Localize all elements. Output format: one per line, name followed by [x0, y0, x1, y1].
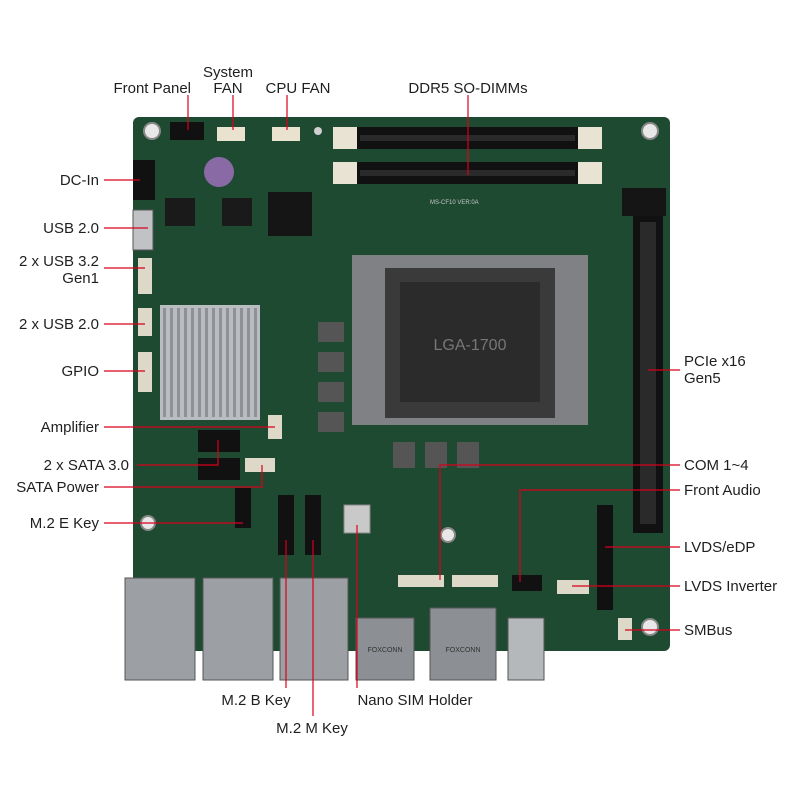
mounting-hole — [641, 122, 659, 140]
heatsink-fin — [212, 308, 215, 417]
heatsink-fin — [184, 308, 187, 417]
label-gpio: GPIO — [61, 363, 99, 380]
label-usb32-line2: Gen1 — [62, 270, 99, 287]
label-usb20-b: 2 x USB 2.0 — [18, 316, 99, 333]
lvds-inverter-header — [557, 580, 589, 594]
smbus-header — [618, 618, 632, 640]
m2-e-key-slot — [235, 488, 251, 528]
label-system-fan-line1: System — [202, 64, 253, 81]
label-nano-sim: Nano SIM Holder — [357, 692, 473, 709]
leader-com — [439, 464, 680, 580]
label-ddr5: DDR5 SO-DIMMs — [408, 80, 528, 97]
label-com: COM 1~4 — [684, 457, 749, 474]
label-sata-power: SATA Power — [16, 479, 99, 496]
mounting-hole — [440, 527, 456, 543]
heatsink-fin — [254, 308, 257, 417]
chip — [165, 198, 195, 226]
heatsink-fin — [163, 308, 166, 417]
label-system-fan-line2: FAN — [213, 80, 243, 97]
pcie-x16-slot — [622, 188, 666, 533]
heatsink-fin — [191, 308, 194, 417]
cpu-socket: LGA-1700 — [352, 255, 588, 425]
label-m2-b: M.2 B Key — [221, 692, 291, 709]
chip — [222, 198, 252, 226]
heatsink-fin — [226, 308, 229, 417]
lvds-edp-connector — [597, 505, 613, 610]
heatsink-fin — [205, 308, 208, 417]
heatsink-fin — [233, 308, 236, 417]
label-cpu-fan: CPU FAN — [265, 80, 331, 97]
mounting-hole — [641, 618, 659, 636]
usb-2-0-port — [132, 209, 154, 251]
rear-io: FOXCONN FOXCONN — [124, 577, 545, 681]
gpio-header — [138, 352, 152, 392]
front-audio-header — [512, 575, 542, 591]
usb-3-2-header — [138, 258, 152, 294]
model-silkscreen: MS-CF10 VER:0A — [430, 200, 479, 206]
com-header — [398, 575, 444, 587]
usb-2-0-header — [138, 308, 152, 336]
leader-sata — [137, 440, 219, 466]
lan-brand-label: FOXCONN — [446, 647, 481, 654]
label-dc-in: DC-In — [59, 172, 99, 189]
label-front-audio: Front Audio — [684, 482, 761, 499]
label-pcie-line2: Gen5 — [684, 370, 721, 387]
leader-lines — [104, 95, 680, 716]
label-lvds-edp: LVDS/eDP — [684, 539, 756, 556]
label-usb20-a: USB 2.0 — [43, 220, 99, 237]
dc-in-connector — [133, 160, 155, 200]
heatsink-fin — [219, 308, 222, 417]
m2-m-key-slot — [305, 495, 321, 555]
leader-front-audio — [519, 489, 680, 582]
system-fan-header — [217, 127, 245, 141]
label-usb32-line1: 2 x USB 3.2 — [18, 253, 99, 270]
heatsink-fin — [170, 308, 173, 417]
heatsink — [160, 305, 260, 420]
heatsink-fin — [198, 308, 201, 417]
lan-brand-label: FOXCONN — [368, 647, 403, 654]
socket-label: LGA-1700 — [434, 337, 507, 354]
heatsink-fin — [177, 308, 180, 417]
chip — [268, 192, 312, 236]
label-m2-m: M.2 M Key — [276, 720, 348, 737]
sata-port — [198, 430, 240, 452]
label-sata: 2 x SATA 3.0 — [43, 457, 129, 474]
mounting-hole — [314, 127, 322, 135]
heatsink-fin — [247, 308, 250, 417]
label-pcie-line1: PCIe x16 — [684, 353, 746, 370]
heatsink-fin — [240, 308, 243, 417]
com-header — [452, 575, 498, 587]
label-smbus: SMBus — [684, 622, 733, 639]
capacitor — [204, 157, 234, 187]
front-panel-header — [170, 122, 204, 140]
label-m2-e: M.2 E Key — [29, 515, 99, 532]
mounting-hole — [143, 122, 161, 140]
sata-port — [198, 458, 240, 480]
label-lvds-inverter: LVDS Inverter — [684, 578, 778, 595]
inductors — [318, 322, 479, 468]
label-front-panel: Front Panel — [113, 80, 191, 97]
leader-sata-power — [104, 465, 263, 488]
cpu-fan-header — [272, 127, 300, 141]
label-amplifier: Amplifier — [40, 419, 99, 436]
m2-b-key-slot — [278, 495, 294, 555]
sata-power-header — [245, 458, 275, 472]
